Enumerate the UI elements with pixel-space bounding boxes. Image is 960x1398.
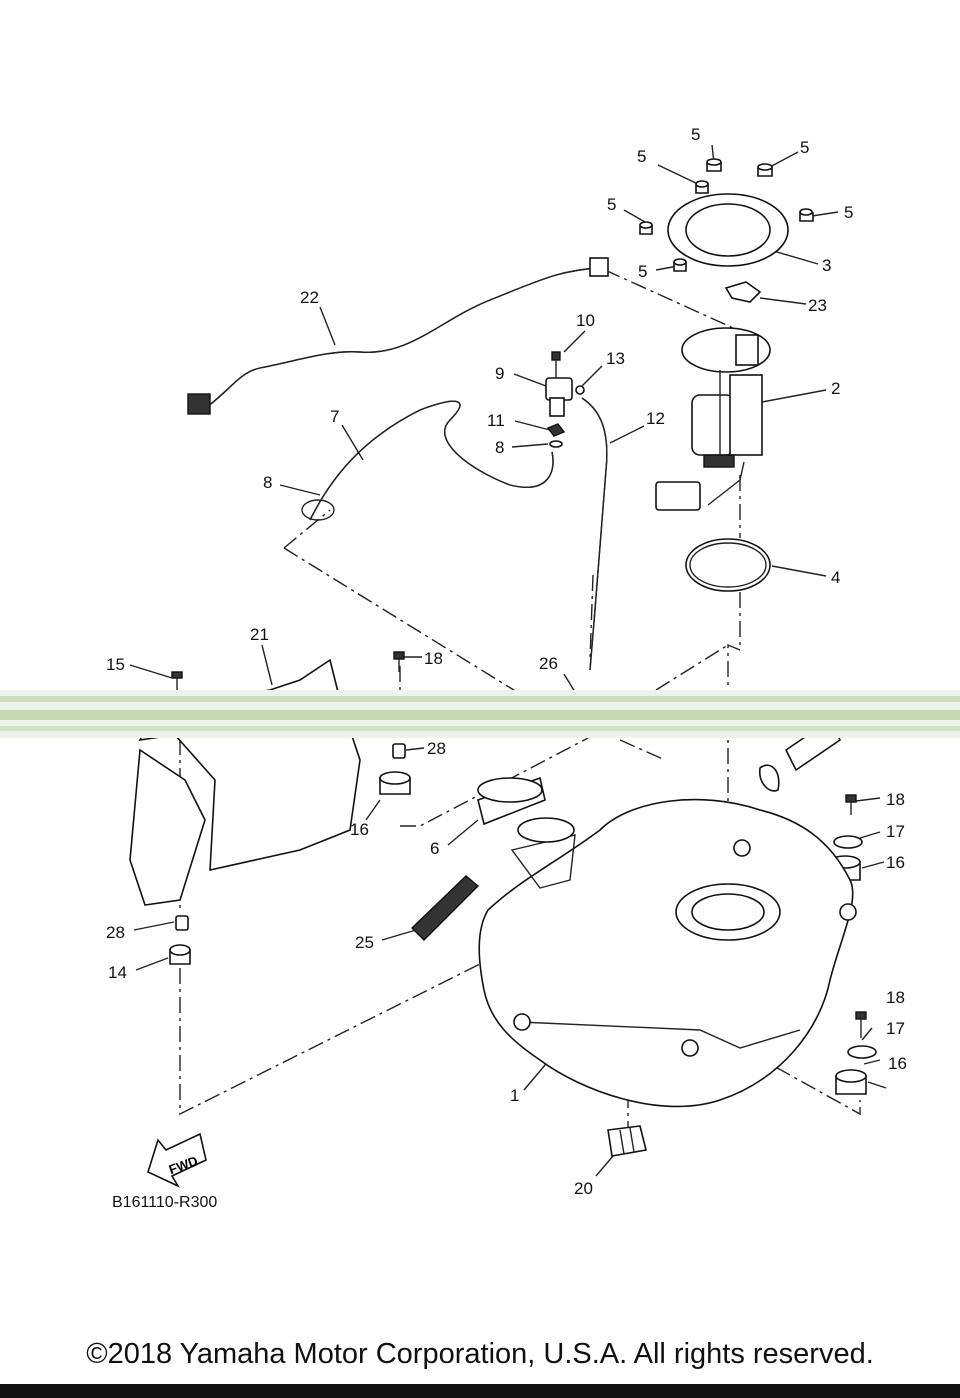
callout-5-left: 5 [607,195,616,214]
callout-5-right-upper: 5 [800,138,809,157]
hose-12 [581,397,608,671]
callout-25: 25 [355,933,374,952]
label-25 [411,875,480,941]
hose-7 [301,400,554,521]
callout-11: 11 [487,411,505,430]
callout-13: 13 [606,349,625,368]
callout-2: 2 [831,379,840,398]
diagram-code: B161110-R300 [112,1194,218,1211]
callout-17-lower: 17 [886,1019,905,1038]
callout-14: 14 [108,963,127,982]
filler-cap-6 [477,776,546,826]
clip-20 [607,1125,647,1157]
nuts-5 [639,158,814,272]
callout-7: 7 [330,407,339,426]
callout-18-left: 18 [424,649,443,668]
copyright-notice: ©2018 Yamaha Motor Corporation, U.S.A. A… [86,1338,874,1370]
callout-28-lower: 28 [106,923,125,942]
fuel-pump-2 [655,327,771,511]
callout-18-right-upper: 18 [886,790,905,809]
callout-21: 21 [250,625,269,644]
flange-ring-3 [667,193,789,267]
callout-16-left: 16 [350,820,369,839]
leader-lines [129,144,887,1177]
callout-5-right: 5 [844,203,853,222]
callout-22: 22 [300,288,319,307]
callout-15: 15 [106,655,125,674]
callout-8-upper: 8 [495,438,504,457]
connector-23 [724,281,762,303]
wire-harness-22 [187,257,609,415]
callout-16-right-lower: 16 [888,1054,907,1073]
callout-4: 4 [831,568,840,587]
callout-1: 1 [510,1086,519,1105]
callout-28-upper: 28 [427,739,446,758]
scan-noise-band [0,690,960,738]
callout-18-right-lower: 18 [886,988,905,1007]
bottom-bar [0,1384,960,1398]
callout-26: 26 [539,654,558,673]
callout-16-right-upper: 16 [886,853,905,872]
bolts [171,651,867,1038]
callout-10: 10 [576,311,595,330]
callout-23: 23 [808,296,827,315]
o-ring-4 [685,538,771,592]
callout-labels: 5 5 5 5 5 5 3 23 2 22 10 13 9 11 8 12 7 … [106,125,907,1198]
callout-5-top: 5 [691,125,700,144]
callout-5-bottom: 5 [638,262,647,281]
callout-8-left: 8 [263,473,272,492]
callout-9: 9 [495,364,504,383]
callout-3: 3 [822,256,831,275]
fuel-tank-1 [478,798,857,1108]
callout-20: 20 [574,1179,593,1198]
callout-12: 12 [646,409,665,428]
callout-5-left-upper: 5 [637,147,646,166]
fwd-arrow: FWD [147,1132,207,1188]
callout-17-upper: 17 [886,822,905,841]
valve-assembly-9 [545,351,585,448]
callout-6: 6 [430,839,439,858]
